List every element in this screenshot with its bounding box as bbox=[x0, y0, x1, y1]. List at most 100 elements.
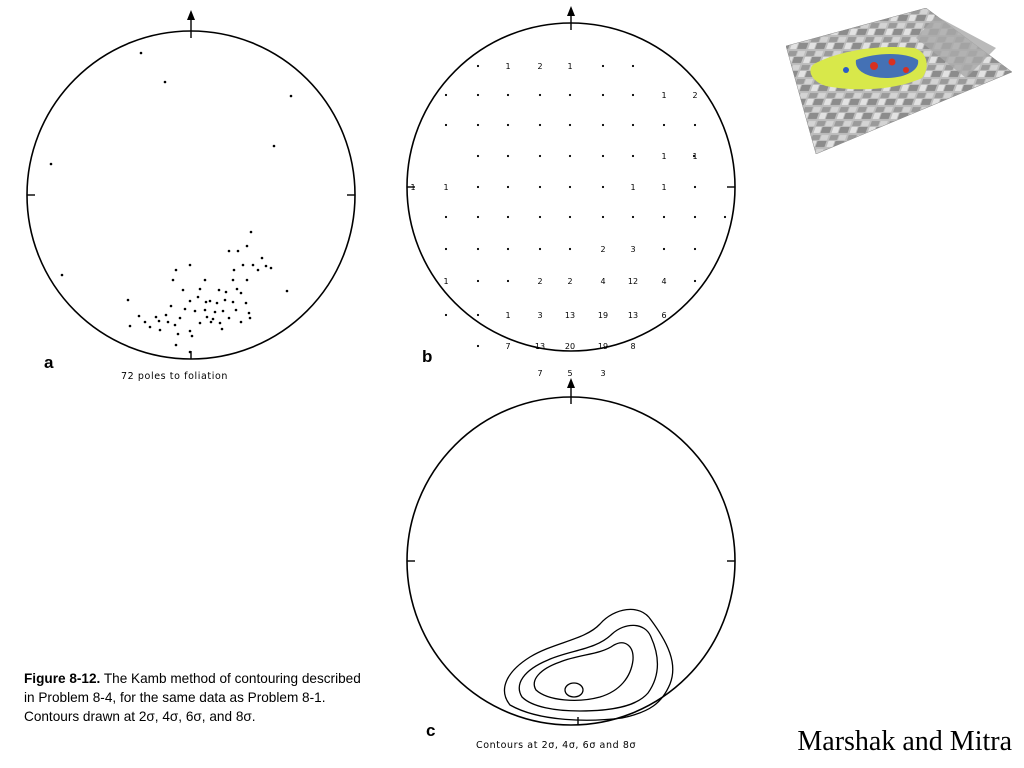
count-zero-point bbox=[476, 64, 480, 68]
credit-text: Marshak and Mitra bbox=[797, 726, 1012, 757]
pole-point bbox=[247, 311, 251, 315]
pole-point bbox=[209, 320, 213, 324]
count-value: 1 bbox=[410, 183, 415, 192]
pole-point bbox=[204, 300, 208, 304]
count-value: 3 bbox=[600, 369, 605, 378]
count-value: 13 bbox=[565, 311, 575, 320]
contour-4sigma bbox=[518, 624, 659, 712]
pole-point bbox=[224, 290, 228, 294]
pole-point bbox=[128, 324, 132, 328]
count-zero-point bbox=[693, 247, 697, 251]
count-value: 12 bbox=[628, 277, 638, 286]
count-zero-point bbox=[444, 215, 448, 219]
pole-point bbox=[163, 80, 167, 84]
north-arrow-head-b bbox=[567, 6, 575, 16]
count-zero-point bbox=[568, 93, 572, 97]
pole-point bbox=[236, 249, 240, 253]
count-zero-point bbox=[538, 123, 542, 127]
pole-point bbox=[248, 316, 252, 320]
pole-point bbox=[181, 288, 185, 292]
figure-caption: Figure 8-12. The Kamb method of contouri… bbox=[24, 669, 364, 726]
count-zero-point bbox=[601, 64, 605, 68]
count-value: 7 bbox=[505, 342, 510, 351]
pole-point bbox=[137, 314, 141, 318]
count-zero-point bbox=[538, 247, 542, 251]
pole-point bbox=[241, 263, 245, 267]
terrain-red-spot bbox=[870, 62, 878, 70]
count-zero-point bbox=[538, 93, 542, 97]
count-zero-point bbox=[631, 123, 635, 127]
panel-letter-b: b bbox=[422, 347, 432, 366]
terrain-blue-spot bbox=[843, 67, 849, 73]
count-zero-point bbox=[723, 215, 727, 219]
count-value: 7 bbox=[537, 369, 542, 378]
contour-2sigma bbox=[503, 608, 674, 721]
stereonet-a: a 72 poles to foliation bbox=[26, 10, 356, 382]
count-zero-point bbox=[476, 123, 480, 127]
count-zero-point bbox=[568, 185, 572, 189]
pole-point bbox=[260, 256, 264, 260]
count-zero-point bbox=[506, 93, 510, 97]
count-value: 3 bbox=[630, 245, 635, 254]
count-value: 1 bbox=[692, 152, 697, 161]
pole-point bbox=[232, 268, 236, 272]
pole-point bbox=[176, 332, 180, 336]
count-zero-point bbox=[662, 215, 666, 219]
terrain-red-spot bbox=[903, 67, 909, 73]
pole-point bbox=[208, 299, 212, 303]
count-zero-point bbox=[692, 154, 696, 158]
panel-letter-a: a bbox=[44, 353, 54, 372]
count-zero-point bbox=[601, 154, 605, 158]
count-zero-point bbox=[662, 123, 666, 127]
contour-8sigma bbox=[564, 682, 584, 698]
count-value: 1 bbox=[567, 62, 572, 71]
terrain-blue-zone bbox=[855, 54, 919, 78]
count-zero-point bbox=[601, 215, 605, 219]
pole-point bbox=[272, 144, 276, 148]
count-zero-point bbox=[506, 247, 510, 251]
pole-point bbox=[231, 300, 235, 304]
figure-caption-label: Figure 8-12. bbox=[24, 671, 101, 686]
primitive-circle-a bbox=[26, 30, 356, 360]
pole-point bbox=[143, 320, 147, 324]
count-zero-point bbox=[601, 185, 605, 189]
count-value: 3 bbox=[537, 311, 542, 320]
count-zero-point bbox=[693, 279, 697, 283]
count-value: 13 bbox=[628, 311, 638, 320]
count-zero-point bbox=[444, 93, 448, 97]
count-zero-point bbox=[444, 123, 448, 127]
pole-point bbox=[264, 264, 268, 268]
count-value: 4 bbox=[600, 277, 605, 286]
count-zero-point bbox=[568, 154, 572, 158]
pole-point bbox=[245, 244, 249, 248]
pole-point bbox=[256, 268, 260, 272]
count-zero-point bbox=[601, 123, 605, 127]
count-value: 20 bbox=[565, 342, 575, 351]
count-zero-point bbox=[476, 313, 480, 317]
pole-point bbox=[190, 334, 194, 338]
terrain-red-spot bbox=[888, 58, 896, 66]
count-zero-point bbox=[476, 344, 480, 348]
primitive-circle-c bbox=[406, 396, 736, 726]
pole-point bbox=[158, 328, 162, 332]
count-zero-point bbox=[444, 247, 448, 251]
count-value: 6 bbox=[661, 311, 666, 320]
count-zero-point bbox=[538, 154, 542, 158]
pole-point bbox=[188, 329, 192, 333]
count-zero-point bbox=[693, 215, 697, 219]
count-zero-point bbox=[476, 93, 480, 97]
pole-point bbox=[234, 308, 238, 312]
count-zero-point bbox=[631, 215, 635, 219]
pole-point bbox=[154, 315, 158, 319]
count-value: 8 bbox=[630, 342, 635, 351]
pole-point bbox=[164, 313, 168, 317]
pole-point bbox=[205, 315, 209, 319]
pole-point bbox=[249, 230, 253, 234]
pole-point bbox=[196, 295, 200, 299]
count-zero-point bbox=[476, 247, 480, 251]
pole-point bbox=[193, 309, 197, 313]
pole-point bbox=[227, 249, 231, 253]
caption-a: 72 poles to foliation bbox=[121, 371, 228, 382]
pole-point bbox=[148, 325, 152, 329]
